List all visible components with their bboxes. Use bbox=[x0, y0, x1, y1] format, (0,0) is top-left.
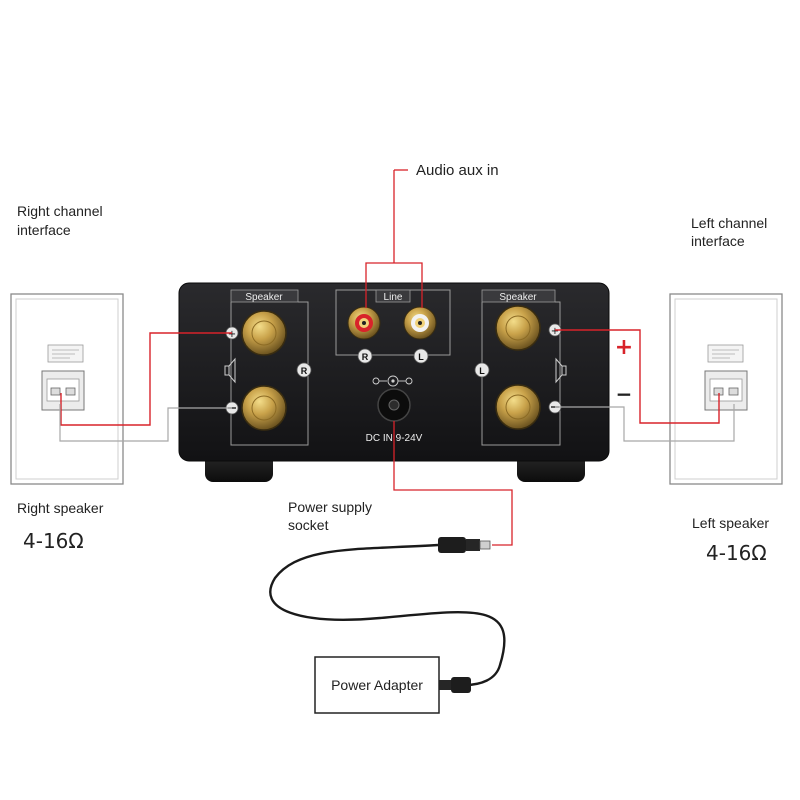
left-speaker-cabinet bbox=[669, 293, 783, 485]
svg-text:L: L bbox=[479, 366, 485, 376]
right-speaker-terminal-block bbox=[41, 370, 85, 411]
dc-plug-icon bbox=[438, 537, 491, 553]
plus-sign-label: + bbox=[615, 335, 633, 360]
power-supply-leader bbox=[393, 421, 513, 546]
line-label: Line bbox=[384, 292, 403, 303]
left-channel-label-line2: interface bbox=[691, 233, 745, 249]
svg-text:R: R bbox=[301, 366, 308, 376]
svg-text:L: L bbox=[418, 352, 424, 362]
right-negative-wire bbox=[59, 404, 232, 442]
right-channel-speaker-panel: Speaker + R bbox=[224, 289, 312, 446]
right-negative-binding-post[interactable] bbox=[241, 385, 287, 431]
left-speaker-terminal-block bbox=[704, 370, 748, 411]
power-adapter-box: Power Adapter bbox=[314, 656, 440, 714]
left-channel-speaker-panel: Speaker + L bbox=[474, 289, 567, 446]
right-channel-label-line2: interface bbox=[17, 222, 71, 238]
left-speaker-symbol-icon bbox=[555, 357, 567, 384]
adapter-plug-icon bbox=[439, 677, 471, 693]
audio-aux-in-leader bbox=[365, 169, 423, 308]
svg-text:R: R bbox=[362, 352, 369, 362]
speaker-label-left-channel: Speaker bbox=[499, 292, 537, 303]
power-cable bbox=[269, 537, 506, 693]
left-speaker-label: Left speaker bbox=[692, 515, 769, 531]
right-speaker-impedance: 4-16Ω bbox=[23, 529, 84, 553]
right-positive-wire bbox=[60, 332, 232, 426]
audio-aux-in-label: Audio aux in bbox=[416, 162, 499, 179]
minus-sign-label: − bbox=[616, 382, 633, 406]
left-speaker-impedance: 4-16Ω bbox=[706, 541, 767, 565]
power-supply-socket-label-line2: socket bbox=[288, 517, 329, 533]
right-positive-binding-post[interactable] bbox=[241, 310, 287, 356]
svg-text:+: + bbox=[228, 329, 236, 340]
right-channel-label-line1: Right channel bbox=[17, 203, 103, 219]
left-channel-l-badge: L bbox=[474, 362, 490, 378]
power-adapter-label: Power Adapter bbox=[331, 677, 423, 693]
left-negative-binding-post[interactable] bbox=[495, 384, 541, 430]
right-speaker-symbol-icon bbox=[224, 357, 236, 384]
right-speaker-spec-plate bbox=[47, 344, 84, 363]
svg-text:+: + bbox=[551, 326, 559, 337]
left-channel-label-line1: Left channel bbox=[691, 215, 767, 231]
right-speaker-label: Right speaker bbox=[17, 500, 104, 516]
left-speaker-spec-plate bbox=[707, 344, 744, 363]
rca-left-jack[interactable] bbox=[403, 306, 437, 340]
line-input-panel: Line R L bbox=[335, 289, 451, 364]
left-positive-wire bbox=[555, 329, 720, 424]
left-negative-wire bbox=[555, 404, 735, 442]
rca-right-jack[interactable] bbox=[347, 306, 381, 340]
rca-r-badge: R bbox=[357, 348, 373, 364]
right-channel-r-badge: R bbox=[296, 362, 312, 378]
polarity-symbol-icon bbox=[372, 375, 413, 387]
rca-l-badge: L bbox=[413, 348, 429, 364]
left-positive-binding-post[interactable] bbox=[495, 305, 541, 351]
speaker-label-right-channel: Speaker bbox=[245, 292, 283, 303]
amplifier-unit: Speaker + R bbox=[178, 282, 610, 482]
power-supply-socket-label-line1: Power supply bbox=[288, 499, 372, 515]
right-speaker-cabinet bbox=[10, 293, 124, 485]
